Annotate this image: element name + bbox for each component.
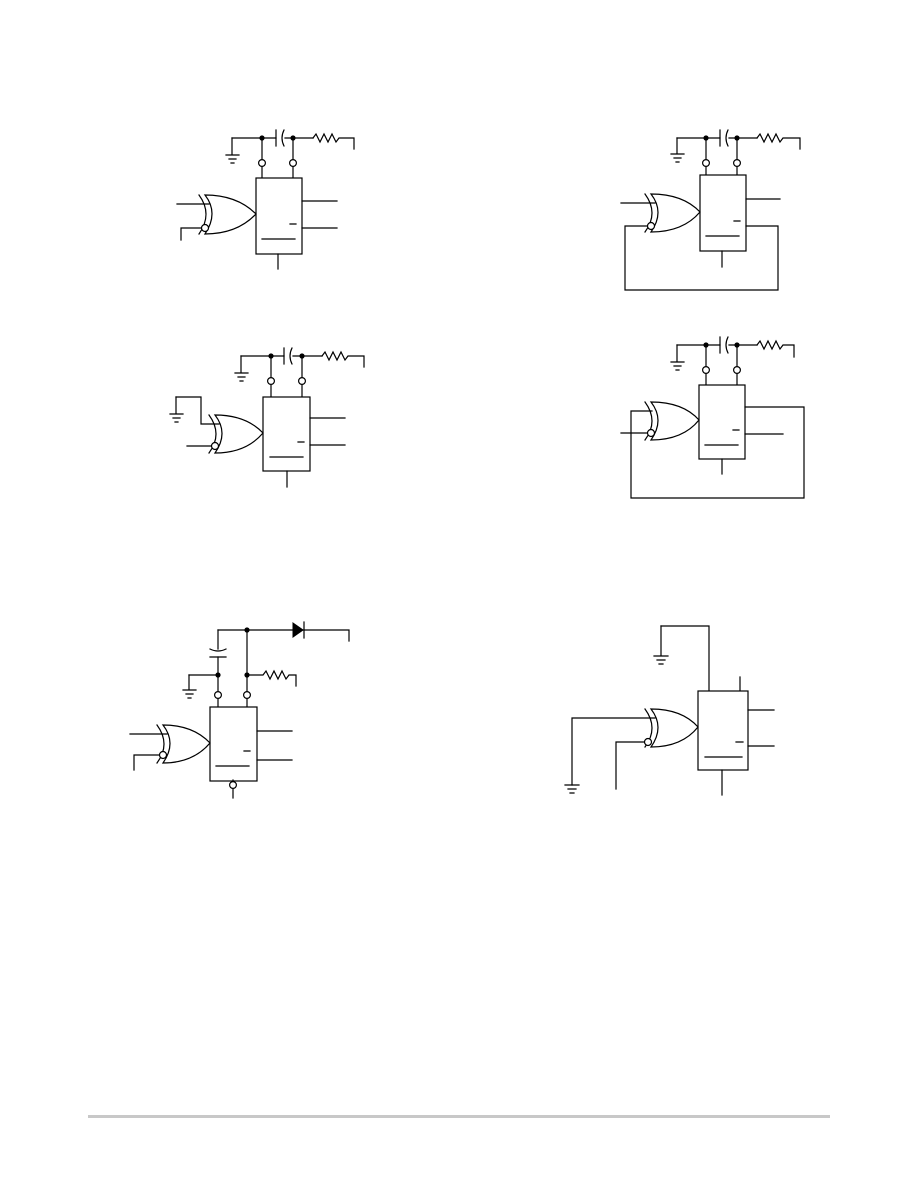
wire [217,629,350,642]
input-bubble [158,750,168,760]
pin-bubble [243,690,252,699]
ic-block [697,690,749,771]
input-bubble [643,737,653,747]
ic-block [698,384,746,460]
pin-bubble [258,159,267,168]
ic-block [262,396,311,472]
xor-gate [156,724,211,764]
footer-rule [88,1115,830,1118]
ground-symbol [670,137,685,163]
capacitor [209,648,227,658]
circuit-4 [620,336,805,499]
ic-block [209,706,258,782]
resistor [321,350,365,368]
pin-bubble [214,690,223,699]
ground-symbol [182,674,197,699]
capacitor [719,336,729,354]
xor-gate [644,401,700,441]
ground-symbol [670,344,685,371]
ground-symbol [653,625,669,665]
xor-gate [643,708,699,748]
capacitor [275,129,285,147]
input-bubble [200,223,210,233]
resistor [312,132,355,150]
pin-bubble [701,366,710,375]
circuit-2 [620,129,801,291]
pin-bubble [701,159,710,168]
circuit-6 [564,625,775,796]
ground-symbol [169,396,184,423]
pin-bubble [732,159,741,168]
circuit-1 [176,129,355,270]
input-bubble [646,428,656,438]
input-bubble [646,221,656,231]
ground-symbol [234,355,249,382]
resistor [756,339,795,358]
resistor [246,669,297,687]
circuit-3 [169,347,365,488]
pin-bubble [229,780,238,789]
ground-symbol [225,137,240,164]
pin-bubble [732,366,741,375]
pin-bubble [298,377,307,386]
ground-symbol [564,784,580,794]
xor-gate [208,414,264,454]
input-bubble [210,441,220,451]
diode [292,621,305,639]
xor-gate [644,193,701,233]
capacitor [719,129,729,147]
pin-bubble [289,159,298,168]
circuit-5 [129,621,350,799]
ic-block [699,174,747,252]
wire [660,625,741,692]
pin-bubble [267,377,276,386]
xor-gate [198,194,257,235]
capacitor [283,347,293,365]
ic-block [255,177,303,255]
resistor [756,132,801,150]
